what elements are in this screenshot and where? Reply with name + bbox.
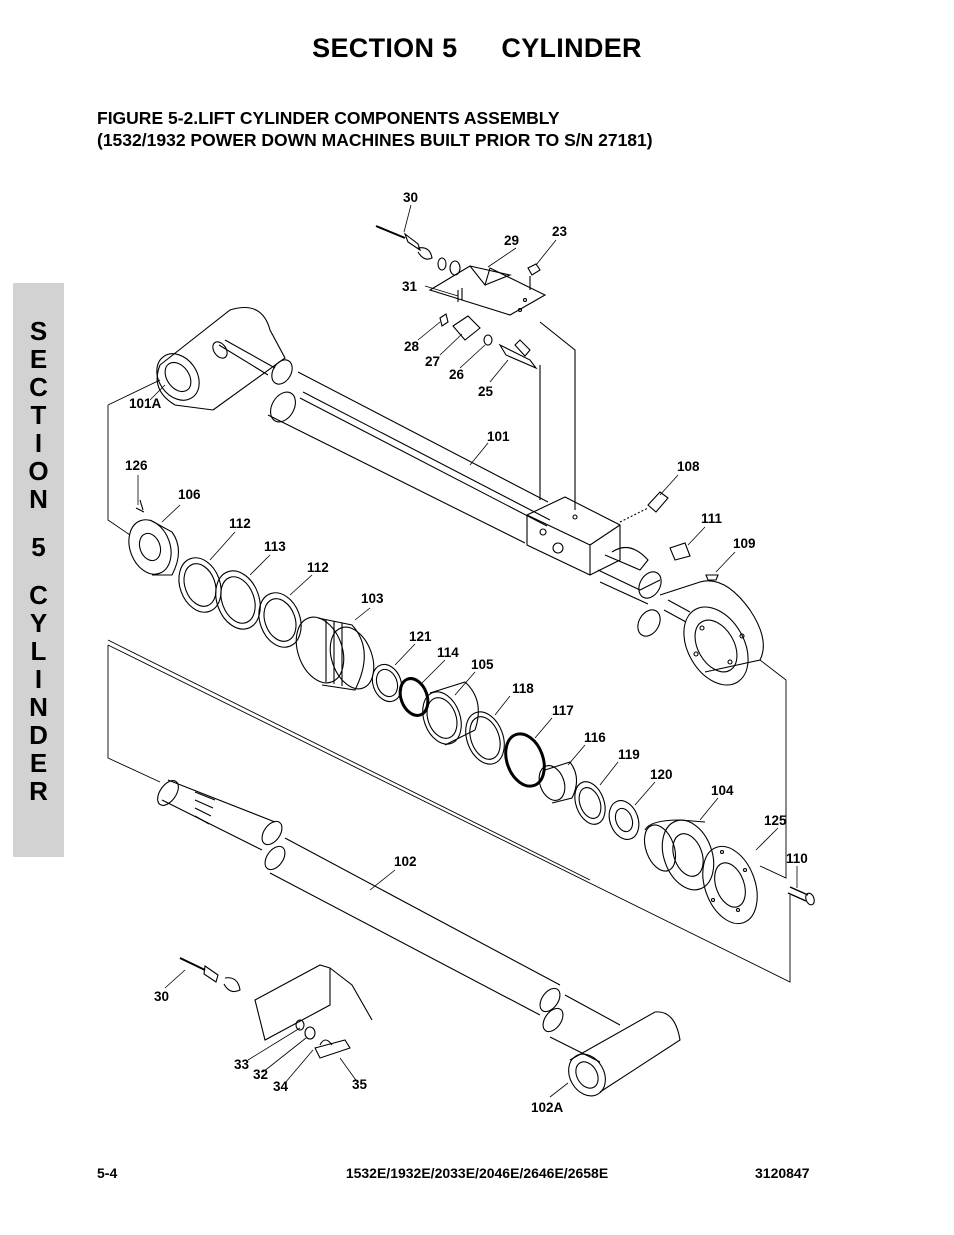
section-name: CYLINDER <box>501 33 642 63</box>
piston-gland-components <box>128 491 815 925</box>
footer-doc-number: 3120847 <box>755 1165 810 1181</box>
tab-letter: E <box>29 748 48 778</box>
tab-letter: D <box>29 720 48 750</box>
callout-113: 113 <box>264 539 286 554</box>
lower-bracket-hardware <box>179 957 373 1059</box>
tab-letter: R <box>29 776 48 806</box>
section-header: SECTION 5 CYLINDER <box>0 33 954 64</box>
callout-31: 31 <box>402 279 418 294</box>
tab-letter: T <box>30 400 47 430</box>
callout-120: 120 <box>650 767 673 782</box>
footer-models: 1532E/1932E/2033E/2046E/2646E/2658E <box>345 1165 609 1181</box>
callout-102A: 102A <box>531 1100 564 1115</box>
callout-106: 106 <box>178 487 201 502</box>
callout-25: 25 <box>478 384 494 399</box>
callout-112: 112 <box>307 560 329 575</box>
tab-letter: Y <box>29 608 48 638</box>
tab-letter: L <box>30 636 47 666</box>
callout-34: 34 <box>273 1079 289 1094</box>
callout-104: 104 <box>711 783 734 798</box>
footer-page-number: 5-4 <box>97 1165 118 1181</box>
tab-letter: N <box>29 484 48 514</box>
tab-letter: N <box>29 692 48 722</box>
callout-35: 35 <box>352 1077 368 1092</box>
figure-title-line1: FIGURE 5-2.LIFT CYLINDER COMPONENTS ASSE… <box>97 108 560 128</box>
callout-114: 114 <box>437 645 459 660</box>
callout-125: 125 <box>764 813 787 828</box>
callout-118: 118 <box>512 681 534 696</box>
tab-number: 5 <box>31 532 46 562</box>
callout-111: 111 <box>701 511 723 526</box>
figure-title-line2: (1532/1932 POWER DOWN MACHINES BUILT PRI… <box>97 130 653 150</box>
callout-105: 105 <box>471 657 494 672</box>
callout-23: 23 <box>552 224 568 239</box>
assembly-guide-lines <box>107 350 791 983</box>
callout-126: 126 <box>125 458 148 473</box>
callout-32: 32 <box>253 1067 268 1082</box>
tab-letter: C <box>29 372 48 402</box>
tab-letter: S <box>29 316 48 346</box>
callout-117: 117 <box>552 703 574 718</box>
cylinder-barrel-101 <box>156 306 764 686</box>
callout-101: 101 <box>487 429 510 444</box>
tab-letter: O <box>28 456 49 486</box>
callout-109: 109 <box>733 536 756 551</box>
callout-112: 112 <box>229 516 251 531</box>
callout-26: 26 <box>449 367 465 382</box>
tab-letter: C <box>29 580 48 610</box>
tab-letter: I <box>34 664 43 694</box>
callout-108: 108 <box>677 459 700 474</box>
callout-110: 110 <box>786 851 808 866</box>
section-side-tab: S E C T I O N 5 C Y L I N D E R <box>13 283 64 857</box>
callout-102: 102 <box>394 854 417 869</box>
callout-33: 33 <box>234 1057 250 1072</box>
valve-bracket-hardware <box>375 225 576 510</box>
callout-101A: 101A <box>129 396 162 411</box>
figure-title: FIGURE 5-2.LIFT CYLINDER COMPONENTS ASSE… <box>97 107 653 151</box>
callout-labels: 30 29 23 31 28 27 26 25 101A 101 126 106… <box>125 190 808 1115</box>
callout-121: 121 <box>409 629 432 644</box>
callout-30: 30 <box>154 989 169 1004</box>
section-number: SECTION 5 <box>312 33 458 63</box>
cylinder-rod-102 <box>157 779 681 1097</box>
callout-28: 28 <box>404 339 420 354</box>
leader-lines <box>137 204 798 1098</box>
callout-116: 116 <box>584 730 606 745</box>
tab-letter: E <box>29 344 48 374</box>
tab-letter: I <box>34 428 43 458</box>
callout-119: 119 <box>618 747 640 762</box>
callout-29: 29 <box>504 233 519 248</box>
callout-103: 103 <box>361 591 384 606</box>
callout-30: 30 <box>403 190 418 205</box>
callout-27: 27 <box>425 354 440 369</box>
